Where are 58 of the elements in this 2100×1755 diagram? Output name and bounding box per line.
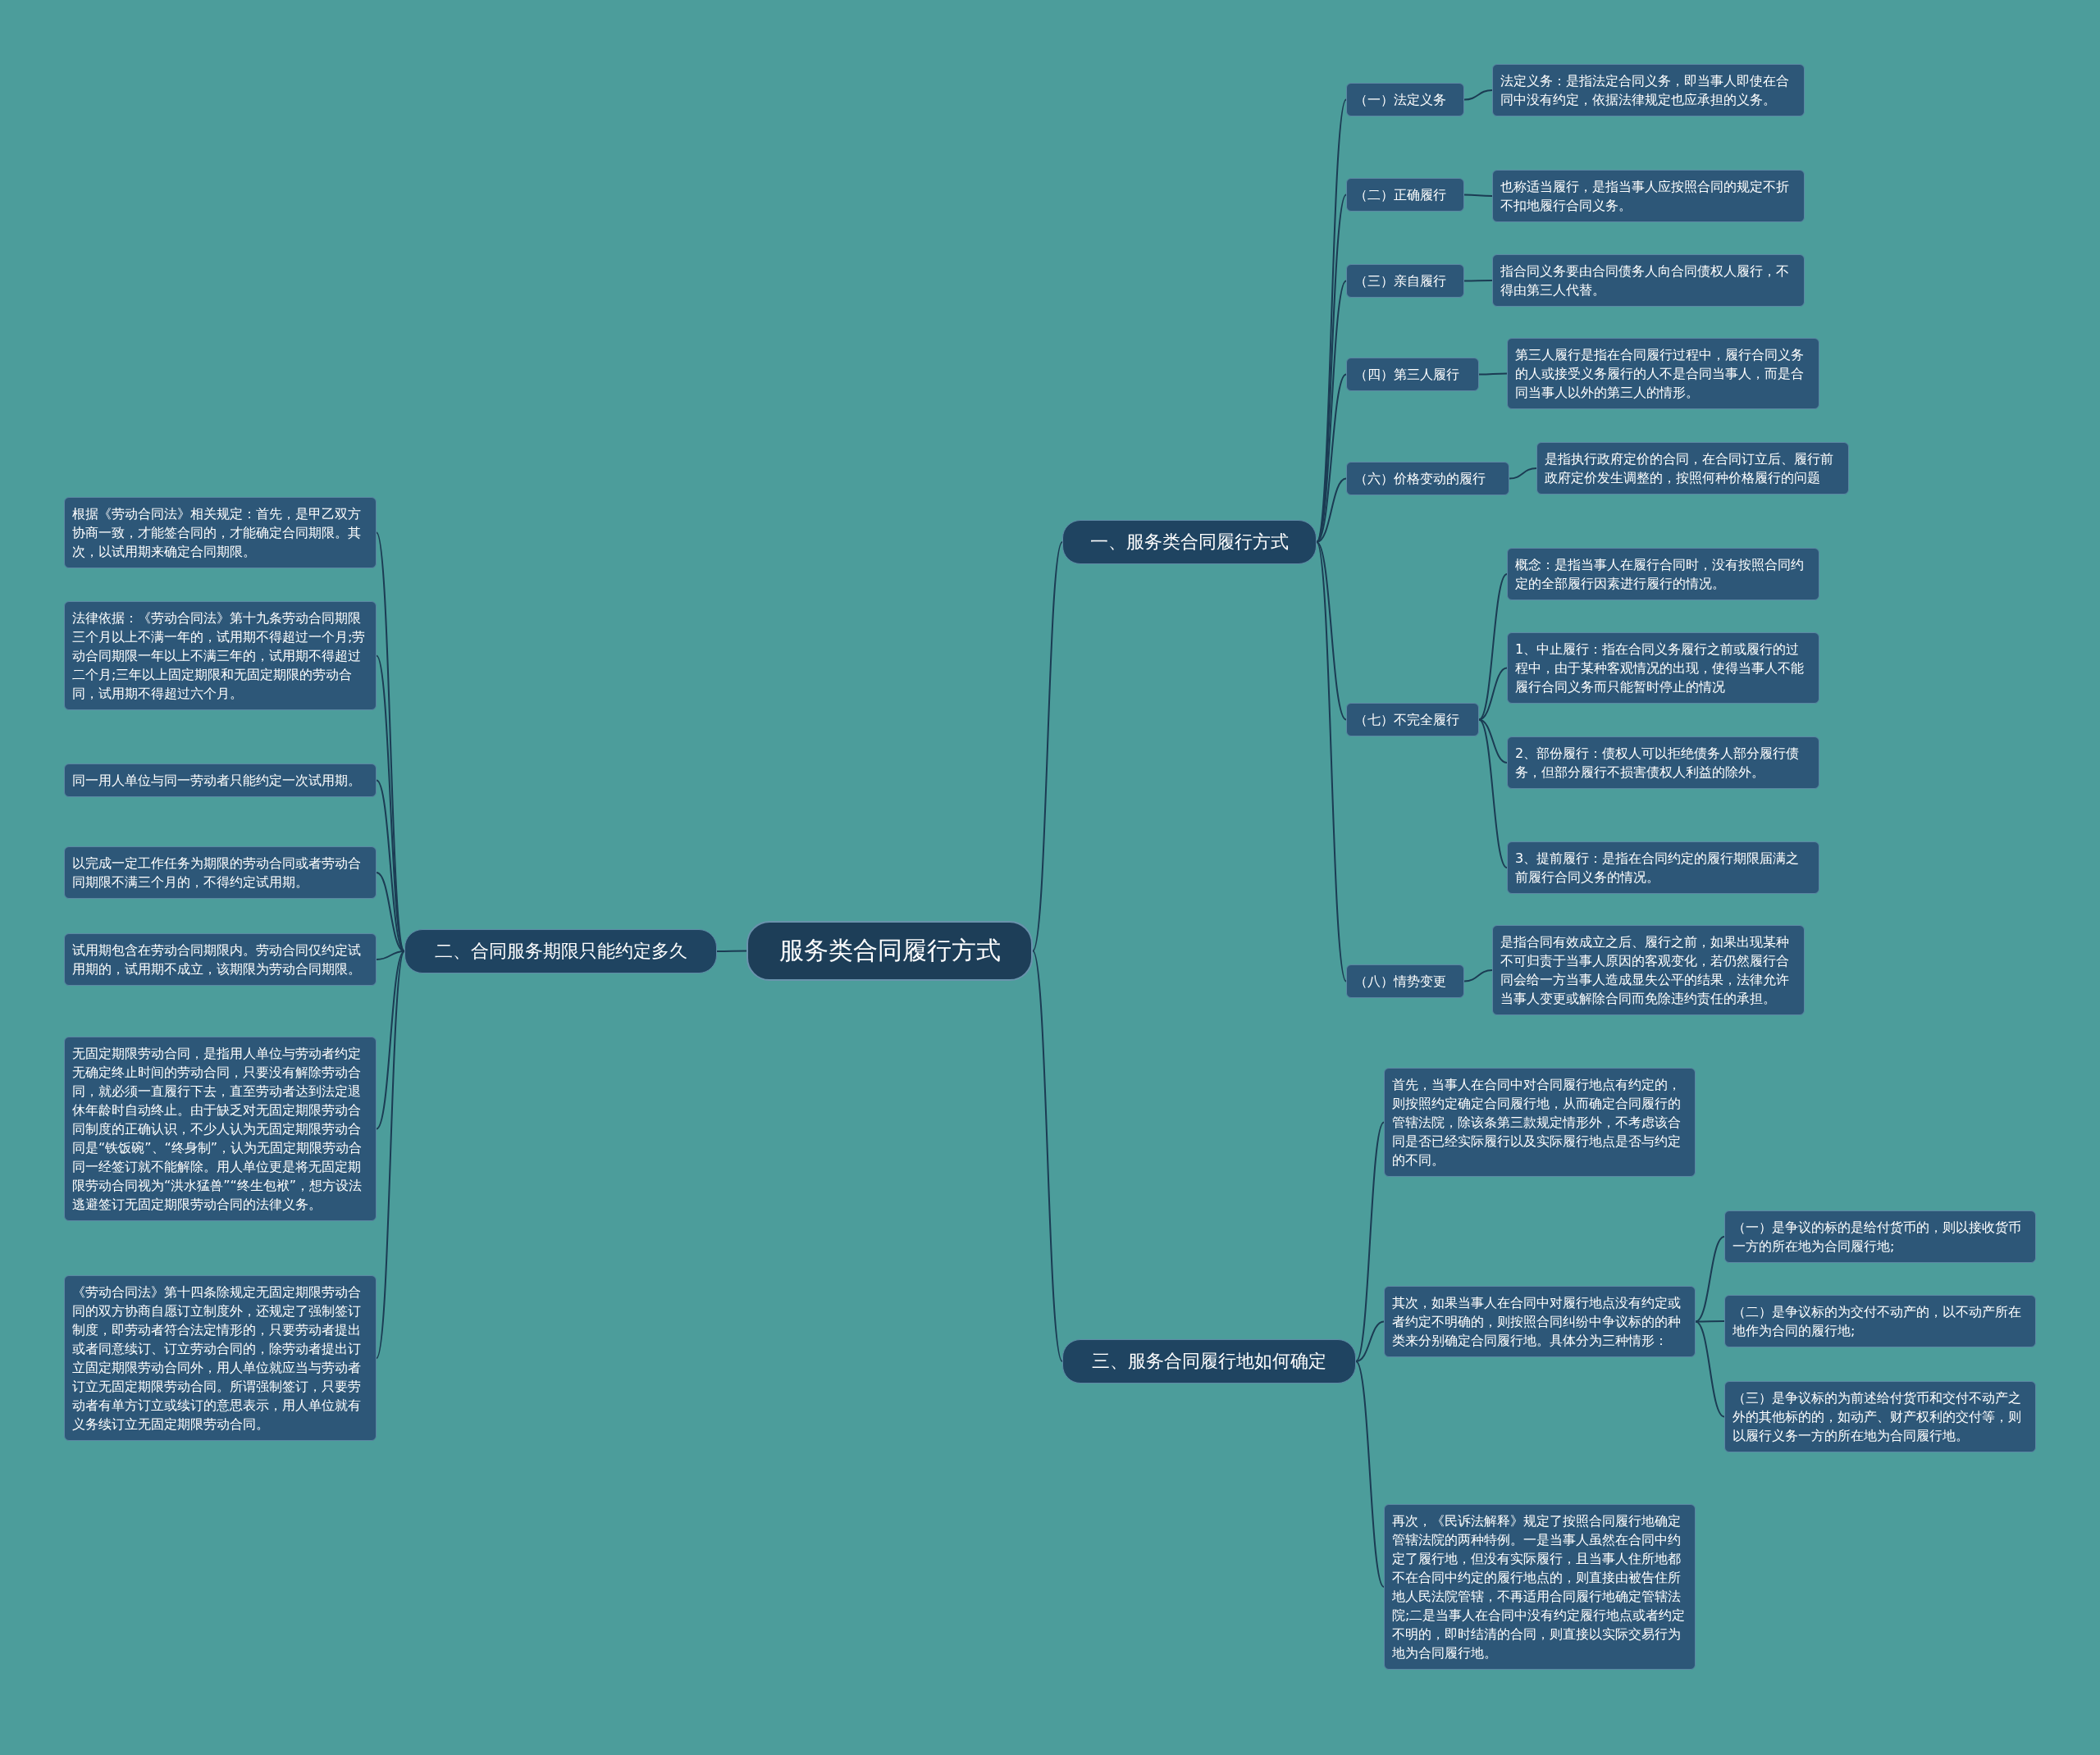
- topic-box: （八）情势变更: [1346, 964, 1464, 998]
- topic-box: 是指合同有效成立之后、履行之前，如果出现某种不可归责于当事人原因的客观变化，若仍然履行合同会给一方当事人造成显失公平的结果，法律允许当事人变更或解除合同而免除违约责任的承担。: [1492, 925, 1805, 1015]
- topic-box: （一）法定义务: [1346, 83, 1464, 116]
- connector-line: [1032, 950, 1063, 1362]
- topic-box: 无固定期限劳动合同，是指用人单位与劳动者约定无确定终止时间的劳动合同，只要没有解除劳动合同，就必须一直履行下去，直至劳动者达到法定退休年龄时自动终止。由于缺乏对无固定期限劳动合同制度的正确认识，不少人认为无固定期限劳动合同是“铁饭碗”、“终身制”，认为无固定期限劳动合同一经签订就不能解除。用人单位更是将无固定期限劳动合同视为“洪水猛兽”“终生包袱”，想方设法逃避签订无固定期限劳动合同的法律义务。: [64, 1037, 377, 1221]
- topic-box: （三）是争议标的为前述给付货币和交付不动产之外的其他标的的，如动产、财产权利的交付等，则以履行义务一方的所在地为合同履行地。: [1724, 1381, 2036, 1452]
- branch-topic: 三、服务合同履行地如何确定: [1062, 1339, 1356, 1383]
- connector-line: [1463, 89, 1493, 101]
- topic-box: 首先，当事人在合同中对合同履行地点有约定的，则按照约定确定合同履行地，从而确定合同履行的管辖法院，除该条第三款规定情形外，不考虑该合同是否已经实际履行以及实际履行地点是否与约定的不同。: [1384, 1068, 1696, 1177]
- branch-topic: 二、合同服务期限只能约定多久: [404, 929, 717, 973]
- topic-box: 同一用人单位与同一劳动者只能约定一次试用期。: [64, 764, 377, 797]
- connector-line: [1463, 969, 1493, 982]
- topic-box: 1、中止履行：指在合同义务履行之前或履行的过程中，由于某种客观情况的出现，使得当事人不能履行合同义务而只能暂时停止的情况: [1507, 632, 1819, 704]
- connector-line: [1695, 1320, 1725, 1418]
- topic-box: 试用期包含在劳动合同期限内。劳动合同仅约定试用期的，试用期不成立，该期限为劳动合同期限。: [64, 933, 377, 986]
- topic-box: 根据《劳动合同法》相关规定：首先，是甲乙双方协商一致，才能签合同的，才能确定合同期限。其次，以试用期来确定合同期限。: [64, 497, 377, 568]
- topic-box: 2、部份履行：债权人可以拒绝债务人部分履行债务，但部分履行不损害债权人利益的除外。: [1507, 736, 1819, 789]
- topic-box: 《劳动合同法》第十四条除规定无固定期限劳动合同的双方协商自愿订立制度外，还规定了强制签订制度，即劳动者符合法定情形的，只要劳动者提出或者同意续订、订立劳动合同的，除劳动者提出订立固定期限劳动合同外，用人单位就应当与劳动者订立无固定期限劳动合同。所谓强制签订，只要劳动者有单方订立或续订的意思表示，用人单位就有义务续订立无固定期限劳动合同。: [64, 1275, 377, 1441]
- connector-line: [376, 950, 405, 1359]
- connector-line: [1355, 1361, 1385, 1588]
- topic-box: 是指执行政府定价的合同，在合同订立后、履行前政府定价发生调整的，按照何种价格履行的问题: [1536, 442, 1849, 495]
- topic-box: （一）是争议的标的是给付货币的，则以接收货币一方的所在地为合同履行地;: [1724, 1210, 2036, 1263]
- central-topic: 服务类合同履行方式: [746, 921, 1033, 981]
- connector-line: [376, 654, 405, 952]
- topic-box: （三）亲自履行: [1346, 264, 1464, 298]
- connector-line: [1463, 194, 1493, 197]
- connector-line: [1478, 718, 1508, 868]
- connector-line: [1509, 467, 1537, 480]
- topic-box: 法定义务：是指法定合同义务，即当事人即使在合同中没有约定，依据法律规定也应承担的义务。: [1492, 64, 1805, 116]
- topic-box: 也称适当履行，是指当事人应按照合同的规定不折不扣地履行合同义务。: [1492, 170, 1805, 222]
- topic-box: 其次，如果当事人在合同中对履行地点没有约定或者约定不明确的，则按照合同纠纷中争议标的的种类来分别确定合同履行地。具体分为三种情形：: [1384, 1286, 1696, 1357]
- topic-box: 第三人履行是指在合同履行过程中，履行合同义务的人或接受义务履行的人不是合同当事人，而是合同当事人以外的第三人的情形。: [1507, 338, 1819, 409]
- topic-box: 法律依据：《劳动合同法》第十九条劳动合同期限三个月以上不满一年的，试用期不得超过一个月;劳动合同期限一年以上不满三年的，试用期不得超过二个月;三年以上固定期限和无固定期限的劳动合同，试用期不得超过六个月。: [64, 601, 377, 710]
- topic-box: 以完成一定工作任务为期限的劳动合同或者劳动合同期限不满三个月的，不得约定试用期。: [64, 846, 377, 899]
- topic-box: 3、提前履行：是指在合同约定的履行期限届满之前履行合同义务的情况。: [1507, 841, 1819, 894]
- topic-box: （四）第三人履行: [1346, 358, 1479, 391]
- connector-line: [1463, 280, 1493, 282]
- connector-line: [376, 950, 405, 1130]
- topic-box: （二）正确履行: [1346, 178, 1464, 212]
- connector-line: [1316, 194, 1347, 543]
- topic-box: （六）价格变动的履行: [1346, 462, 1509, 495]
- branch-topic: 一、服务类合同履行方式: [1062, 520, 1317, 564]
- connector-line: [1695, 1320, 1725, 1323]
- connector-line: [1316, 477, 1347, 543]
- topic-box: （七）不完全履行: [1346, 703, 1479, 736]
- connector-line: [1032, 541, 1063, 952]
- connector-line: [376, 950, 405, 960]
- connector-line: [1478, 372, 1508, 376]
- connector-line: [716, 950, 747, 952]
- topic-box: 指合同义务要由合同债务人向合同债权人履行，不得由第三人代替。: [1492, 254, 1805, 307]
- topic-box: 概念：是指当事人在履行合同时，没有按照合同约定的全部履行因素进行履行的情况。: [1507, 548, 1819, 600]
- topic-box: （二）是争议标的为交付不动产的，以不动产所在地作为合同的履行地;: [1724, 1295, 2036, 1347]
- connector-line: [1478, 573, 1508, 721]
- connector-line: [1316, 541, 1347, 721]
- connector-line: [1355, 1121, 1385, 1362]
- connector-line: [1355, 1320, 1385, 1362]
- connector-line: [1316, 541, 1347, 982]
- topic-box: 再次，《民诉法解释》规定了按照合同履行地确定管辖法院的两种特例。一是当事人虽然在合同中约定了履行地，但没有实际履行，且当事人住所地都不在合同中约定的履行地点的，则直接由被告住所地人民法院管辖，不再适用合同履行地确定管辖法院;二是当事人在合同中没有约定履行地点或者约定不明的，即时结清的合同，则直接以实际交易行为地为合同履行地。: [1384, 1504, 1696, 1670]
